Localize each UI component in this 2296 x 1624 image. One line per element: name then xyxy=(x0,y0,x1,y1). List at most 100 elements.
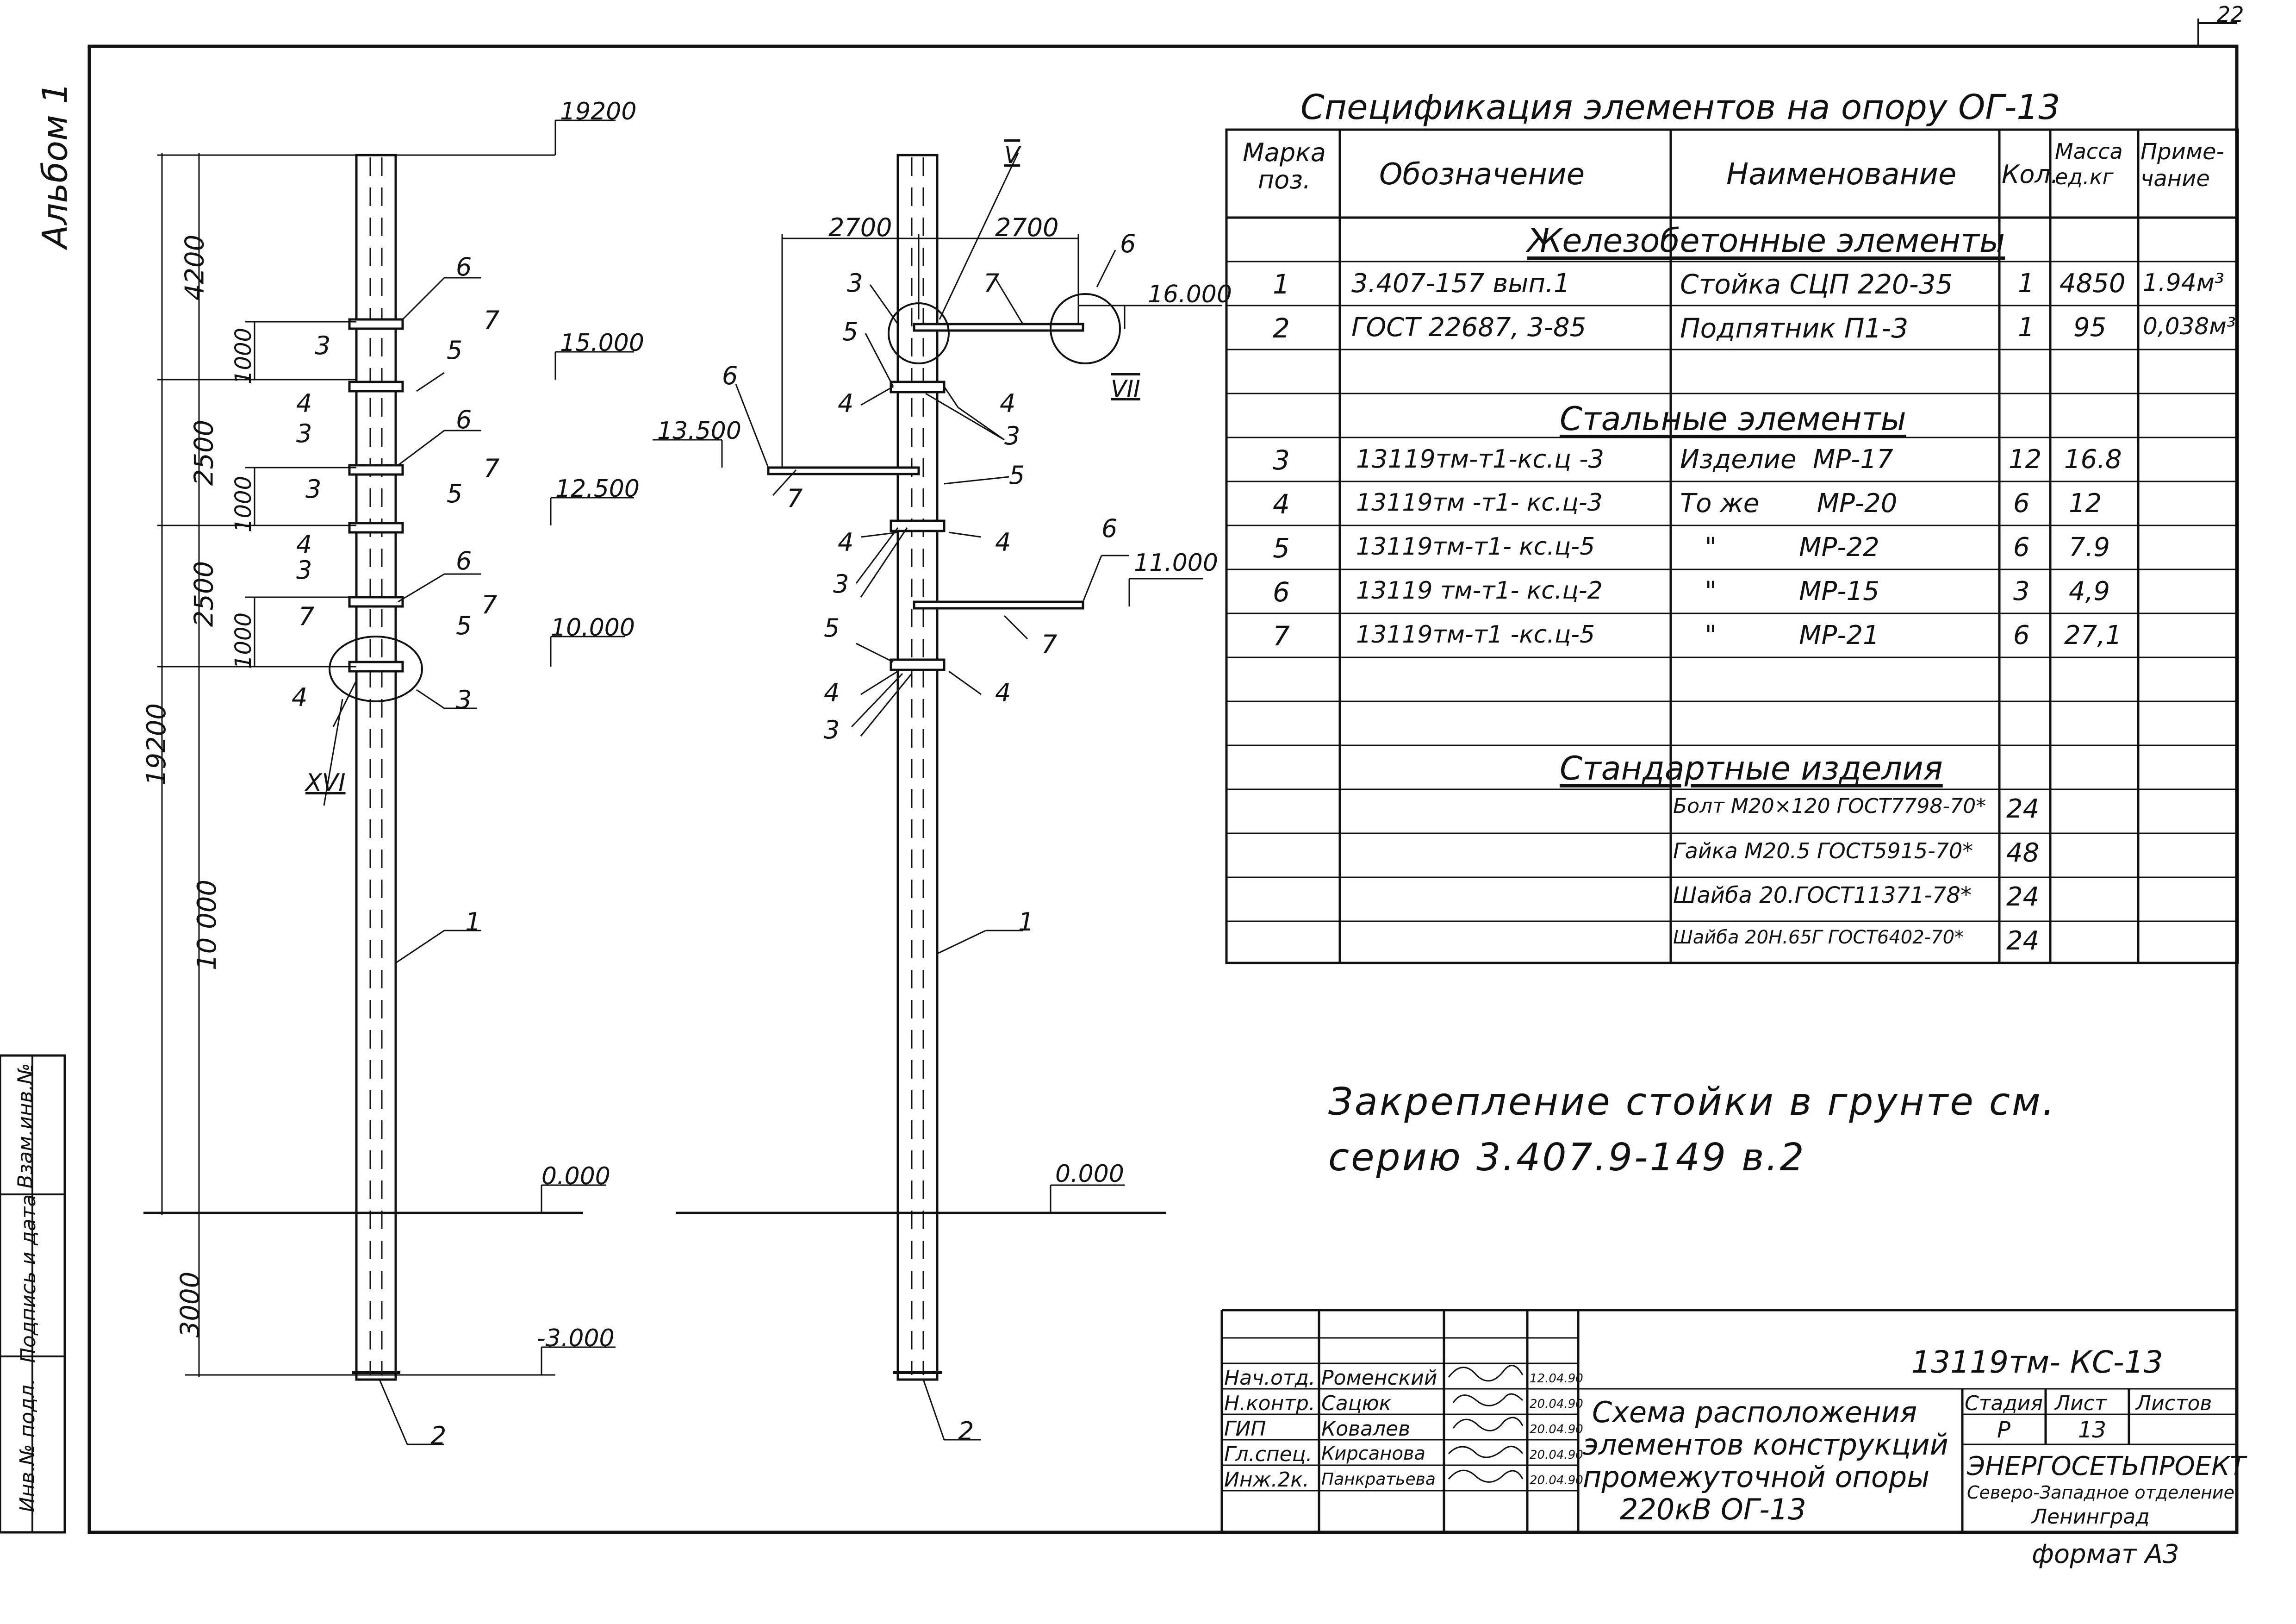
row5-mass: 7.9 xyxy=(2069,532,2110,562)
tb-org-branch: Северо-Западное отделение xyxy=(1967,1482,2234,1503)
right-callout: 4 xyxy=(1000,389,1016,418)
right-level-11: 11.000 xyxy=(1134,549,1218,577)
left-dim-10000: 10 000 xyxy=(192,880,222,970)
left-level-0: 0.000 xyxy=(541,1162,610,1190)
std2-name: Гайка М20.5 ГОСТ5915-70* xyxy=(1673,838,1973,863)
right-callout: 6 xyxy=(1120,229,1136,258)
left-callout: 4 xyxy=(292,683,308,712)
row6-mass: 4,9 xyxy=(2069,576,2110,606)
left-callout: 6 xyxy=(456,405,472,434)
album-label: Альбом 1 xyxy=(35,82,75,249)
row3-qty: 12 xyxy=(2009,444,2042,475)
tb-role-4: Гл.спец. xyxy=(1224,1443,1313,1466)
tb-name-3: Ковалев xyxy=(1321,1417,1411,1441)
right-callout: 3 xyxy=(824,715,840,744)
row1-mark: 1 xyxy=(1273,269,1290,300)
right-callout: 7 xyxy=(787,484,803,513)
row2-note: 0,038м³ xyxy=(2143,313,2236,340)
right-pole xyxy=(767,154,1121,1381)
tb-desc-4: 220кВ ОГ-13 xyxy=(1620,1493,1806,1526)
tb-date-4: 20.04.90 xyxy=(1530,1448,1583,1462)
row3-name: Изделие МР-17 xyxy=(1680,444,1893,475)
right-callout: 7 xyxy=(1041,630,1058,659)
left-level-15: 15.000 xyxy=(560,329,644,357)
spec-grid xyxy=(1225,128,2239,964)
left-callout: 4 xyxy=(296,530,312,559)
hdr-name: Наименование xyxy=(1726,157,1957,192)
right-callout: 4 xyxy=(995,528,1011,557)
right-callout: 3 xyxy=(1004,421,1020,450)
std4-qty: 24 xyxy=(2006,926,2040,956)
tb-sheet: 13 xyxy=(2078,1417,2107,1443)
tb-role-2: Н.контр. xyxy=(1224,1392,1315,1415)
left-dim-3000: 3000 xyxy=(175,1271,205,1338)
right-node-vii: VII xyxy=(1111,375,1140,402)
tb-name-5: Панкратьева xyxy=(1321,1470,1436,1489)
row5-designation: 13119тм-т1- кс.ц-5 xyxy=(1356,533,1595,561)
left-callout: 6 xyxy=(456,546,472,575)
left-callout: 2 xyxy=(430,1421,447,1450)
hdr-note: Приме- чание xyxy=(2140,139,2224,192)
left-dim-2500b: 2500 xyxy=(189,561,219,627)
left-dim-1000c: 1000 xyxy=(230,612,257,669)
row2-mark: 2 xyxy=(1273,312,1290,344)
format-label: формат А3 xyxy=(2032,1539,2179,1569)
left-dim-1000b: 1000 xyxy=(230,475,257,533)
stamp-inv: Инв.№ подл. xyxy=(15,1378,39,1512)
row3-designation: 13119тм-т1-кс.ц -3 xyxy=(1356,444,1604,474)
right-level-0: 0.000 xyxy=(1055,1160,1124,1188)
hdr-designation: Обозначение xyxy=(1379,157,1585,192)
row6-designation: 13119 тм-т1- кс.ц-2 xyxy=(1356,577,1603,605)
right-callout: 5 xyxy=(1009,461,1025,490)
left-callout: 7 xyxy=(481,590,498,619)
tb-sheets-label: Листов xyxy=(2136,1392,2212,1415)
drawing-code: 13119тм- КС-13 xyxy=(1911,1344,2163,1380)
left-callout: 7 xyxy=(484,454,500,483)
left-callout: 5 xyxy=(447,479,463,508)
row1-designation: 3.407-157 вып.1 xyxy=(1351,269,1570,299)
right-node-v: V xyxy=(1004,142,1020,169)
left-level-minus3: -3.000 xyxy=(537,1324,615,1352)
row7-qty: 6 xyxy=(2013,620,2030,650)
row6-name: " МР-15 xyxy=(1680,576,1879,606)
tb-desc-3: промежуточной опоры xyxy=(1583,1460,1930,1494)
left-dim-total: 19200 xyxy=(142,703,172,786)
left-callout: 3 xyxy=(315,331,331,360)
row2-mass: 95 xyxy=(2073,312,2107,343)
right-callout: 6 xyxy=(1101,514,1118,543)
row6-qty: 3 xyxy=(2013,576,2030,606)
tb-org-city: Ленинград xyxy=(2032,1505,2150,1529)
row4-name: То же МР-20 xyxy=(1680,488,1898,518)
right-callout: 3 xyxy=(833,569,849,599)
row5-qty: 6 xyxy=(2013,532,2030,562)
left-callout: 3 xyxy=(296,556,312,585)
hdr-mark: Марка поз. xyxy=(1243,138,1326,195)
left-dim-1000a: 1000 xyxy=(230,327,257,385)
row5-name: " МР-22 xyxy=(1680,532,1879,562)
left-leaders xyxy=(323,277,481,1445)
tb-desc-2: элементов конструкций xyxy=(1583,1428,1948,1462)
left-callout: 3 xyxy=(296,419,312,448)
right-callout: 4 xyxy=(838,528,854,557)
left-callout: 5 xyxy=(456,611,472,640)
row2-designation: ГОСТ 22687, 3-85 xyxy=(1351,312,1587,343)
tb-stage-label: Стадия xyxy=(1965,1392,2043,1415)
left-callout: 6 xyxy=(456,252,472,281)
left-callout: 5 xyxy=(447,336,463,365)
right-callout: 7 xyxy=(983,269,1000,298)
right-callout: 5 xyxy=(824,613,840,643)
left-node-label: XVI xyxy=(305,769,346,797)
tb-date-3: 20.04.90 xyxy=(1530,1423,1583,1437)
left-callout: 7 xyxy=(484,306,500,335)
left-callout: 7 xyxy=(299,602,315,631)
left-callout: 3 xyxy=(305,475,322,504)
left-level-top: 19200 xyxy=(560,98,637,125)
row5-mark: 5 xyxy=(1273,532,1290,564)
row1-name: Стойка СЦП 220-35 xyxy=(1680,269,1953,300)
corner-mark: 22 xyxy=(2217,2,2244,27)
row2-qty: 1 xyxy=(2018,312,2035,343)
left-callout: 4 xyxy=(296,389,312,418)
tb-role-5: Инж.2к. xyxy=(1224,1468,1309,1492)
tb-role-3: ГИП xyxy=(1224,1417,1266,1441)
